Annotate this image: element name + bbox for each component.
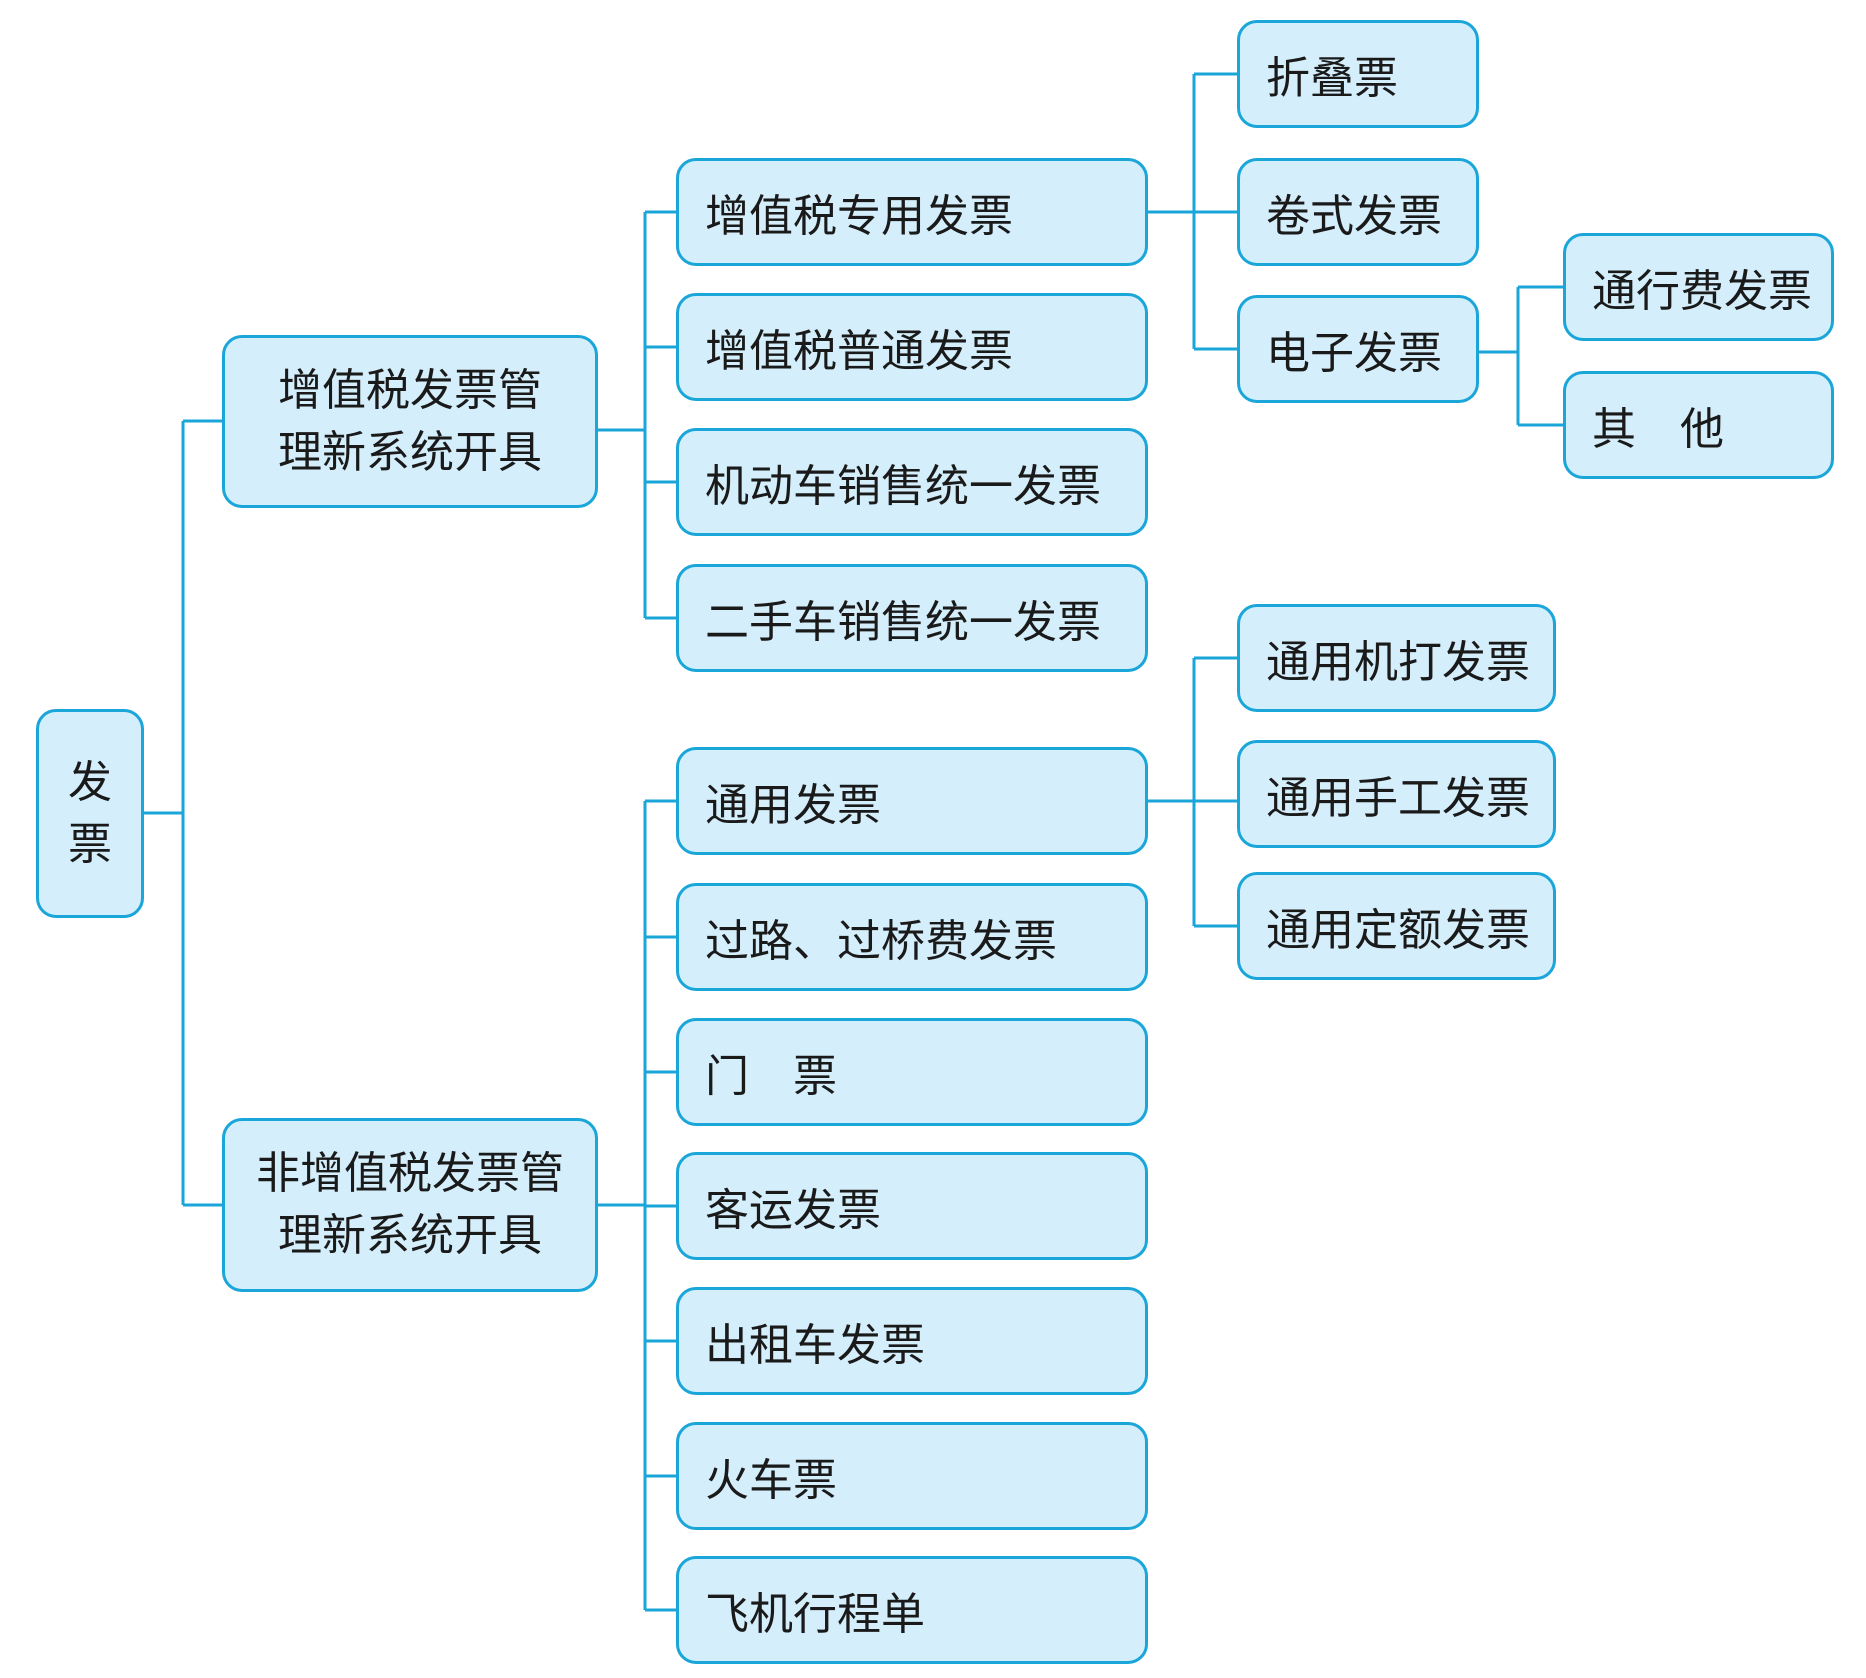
node-roll: 卷式发票: [1237, 158, 1479, 266]
root-label-line2: 票: [68, 818, 112, 870]
nonvat-label-line1: 非增值税发票管: [256, 1148, 564, 1199]
connector-special: [1148, 72, 1237, 351]
node-folded: 折叠票: [1237, 20, 1479, 128]
node-invoice-root: 发票: [36, 709, 144, 918]
node-other: 其 他: [1563, 371, 1834, 479]
node-train: 火车票: [676, 1422, 1148, 1530]
node-ticket: 门 票: [676, 1018, 1148, 1126]
node-machine-printed: 通用机打发票: [1237, 604, 1556, 712]
node-nonvat-system: 非增值税发票管理新系统开具: [222, 1118, 598, 1292]
node-taxi: 出租车发票: [676, 1287, 1148, 1395]
nonvat-label-line2: 理新系统开具: [278, 1210, 542, 1261]
node-vat-system: 增值税发票管理新系统开具: [222, 335, 598, 508]
node-used-car: 二手车销售统一发票: [676, 564, 1148, 672]
node-passenger: 客运发票: [676, 1152, 1148, 1260]
vat-label-line1: 增值税发票管: [278, 364, 542, 416]
node-motor-vehicle: 机动车销售统一发票: [676, 428, 1148, 536]
connector-nonvat: [598, 799, 676, 1612]
connector-electronic: [1479, 285, 1563, 427]
connector-vat: [598, 210, 676, 620]
root-label-line1: 发: [68, 756, 112, 808]
node-handwritten: 通用手工发票: [1237, 740, 1556, 848]
node-toll: 过路、过桥费发票: [676, 883, 1148, 991]
node-toll-fee: 通行费发票: [1563, 233, 1834, 341]
node-general-invoice: 通用发票: [676, 747, 1148, 855]
node-electronic: 电子发票: [1237, 295, 1479, 403]
node-flight: 飞机行程单: [676, 1556, 1148, 1664]
node-vat-ordinary: 增值税普通发票: [676, 293, 1148, 401]
node-fixed-amount: 通用定额发票: [1237, 872, 1556, 980]
node-vat-special: 增值税专用发票: [676, 158, 1148, 266]
connector-general: [1148, 656, 1237, 928]
connector-root: [144, 419, 222, 1207]
vat-label-line2: 理新系统开具: [278, 426, 542, 478]
